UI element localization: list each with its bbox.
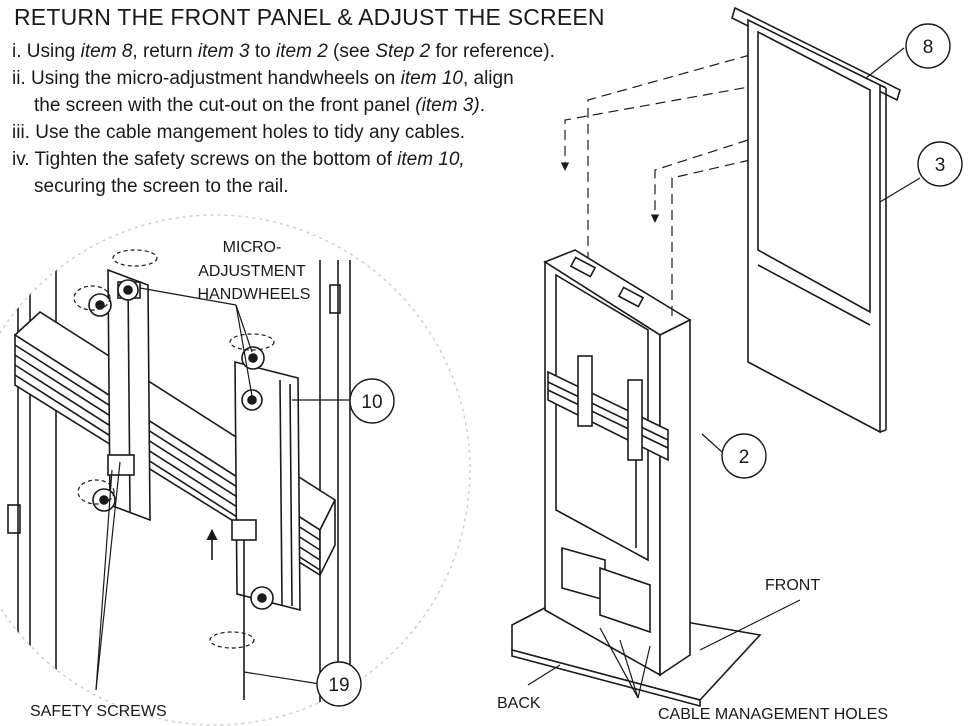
text-run: item 2 — [276, 41, 328, 62]
text-run: to — [249, 41, 277, 62]
text-run: for reference). — [430, 41, 555, 62]
text-run: , return — [132, 41, 198, 62]
step-1-line-1: i. Using item 8, return item 3 to item 2… — [12, 41, 555, 62]
screen-cut-out — [757, 30, 871, 314]
placement-guides — [560, 54, 761, 318]
text-run: (item 3) — [415, 95, 480, 116]
callout-8-text: 8 — [923, 37, 934, 58]
callout-item-3: 3 — [917, 141, 963, 187]
stand-assembly — [511, 54, 801, 708]
frame-side — [659, 318, 691, 677]
step-3-line-1: iii. Use the cable mangement holes to ti… — [12, 122, 465, 143]
text-run: item 3 — [197, 41, 250, 62]
detail-zoom-view — [0, 214, 471, 726]
zoom-circle-outline — [0, 214, 471, 726]
instruction-steps: i. Using item 8, return item 3 to item 2… — [12, 38, 612, 200]
step-3: iii. Use the cable mangement holes to ti… — [12, 119, 612, 146]
step-2-line-1: ii. Using the micro-adjustment handwheel… — [12, 68, 514, 89]
text-run: securing the screen to the rail. — [34, 176, 289, 197]
handwheels-label-line-2: ADJUSTMENT — [198, 263, 306, 280]
callout-item-8: 8 — [905, 23, 951, 69]
text-run: iv. Tighten the safety screws on the bot… — [12, 149, 398, 170]
text-run: (see — [327, 41, 376, 62]
step-4-line-2: securing the screen to the rail. — [12, 176, 289, 197]
safety-screws-label: SAFETY SCREWS — [30, 703, 167, 720]
front-label: FRONT — [765, 577, 820, 594]
text-run: Step 2 — [375, 41, 431, 62]
step-2-line-2: the screen with the cut-out on the front… — [12, 95, 485, 116]
callout-item-19: 19 — [316, 661, 362, 707]
right-bracket — [231, 346, 301, 700]
callout-10-text: 10 — [361, 392, 382, 413]
text-run: the screen with the cut-out on the front… — [34, 95, 416, 116]
callout-item-2: 2 — [721, 433, 767, 479]
detail-leaders — [95, 287, 350, 691]
text-run: . — [479, 95, 485, 116]
cable-holes-label: CABLE MANAGEMENT HOLES — [658, 706, 888, 723]
handwheels-label-line-1: MICRO- — [223, 239, 282, 256]
callout-19-text: 19 — [328, 675, 349, 696]
text-run: item 10 — [400, 68, 463, 89]
rotation-hints — [73, 249, 275, 649]
text-run: i. Using — [12, 41, 81, 62]
text-run: iii. Use the cable mangement holes to ti… — [12, 122, 466, 143]
text-run: item 8 — [80, 41, 133, 62]
callout-item-10: 10 — [349, 378, 395, 424]
text-run: , align — [462, 68, 514, 89]
step-1: i. Using item 8, return item 3 to item 2… — [12, 38, 612, 65]
left-bracket — [88, 268, 151, 522]
text-run: ii. Using the micro-adjustment handwheel… — [12, 68, 401, 89]
callout-2-text: 2 — [739, 447, 750, 468]
callout-3-text: 3 — [935, 155, 946, 176]
handwheels-label-line-3: HANDWHEELS — [198, 286, 311, 303]
text-run: item 10, — [397, 149, 465, 170]
step-4-line-1: iv. Tighten the safety screws on the bot… — [12, 149, 465, 170]
step-4: iv. Tighten the safety screws on the bot… — [12, 146, 612, 200]
page-title: RETURN THE FRONT PANEL & ADJUST THE SCRE… — [14, 4, 605, 30]
back-label: BACK — [497, 695, 541, 712]
front-panel — [731, 6, 921, 434]
step-2: ii. Using the micro-adjustment handwheel… — [12, 65, 612, 119]
